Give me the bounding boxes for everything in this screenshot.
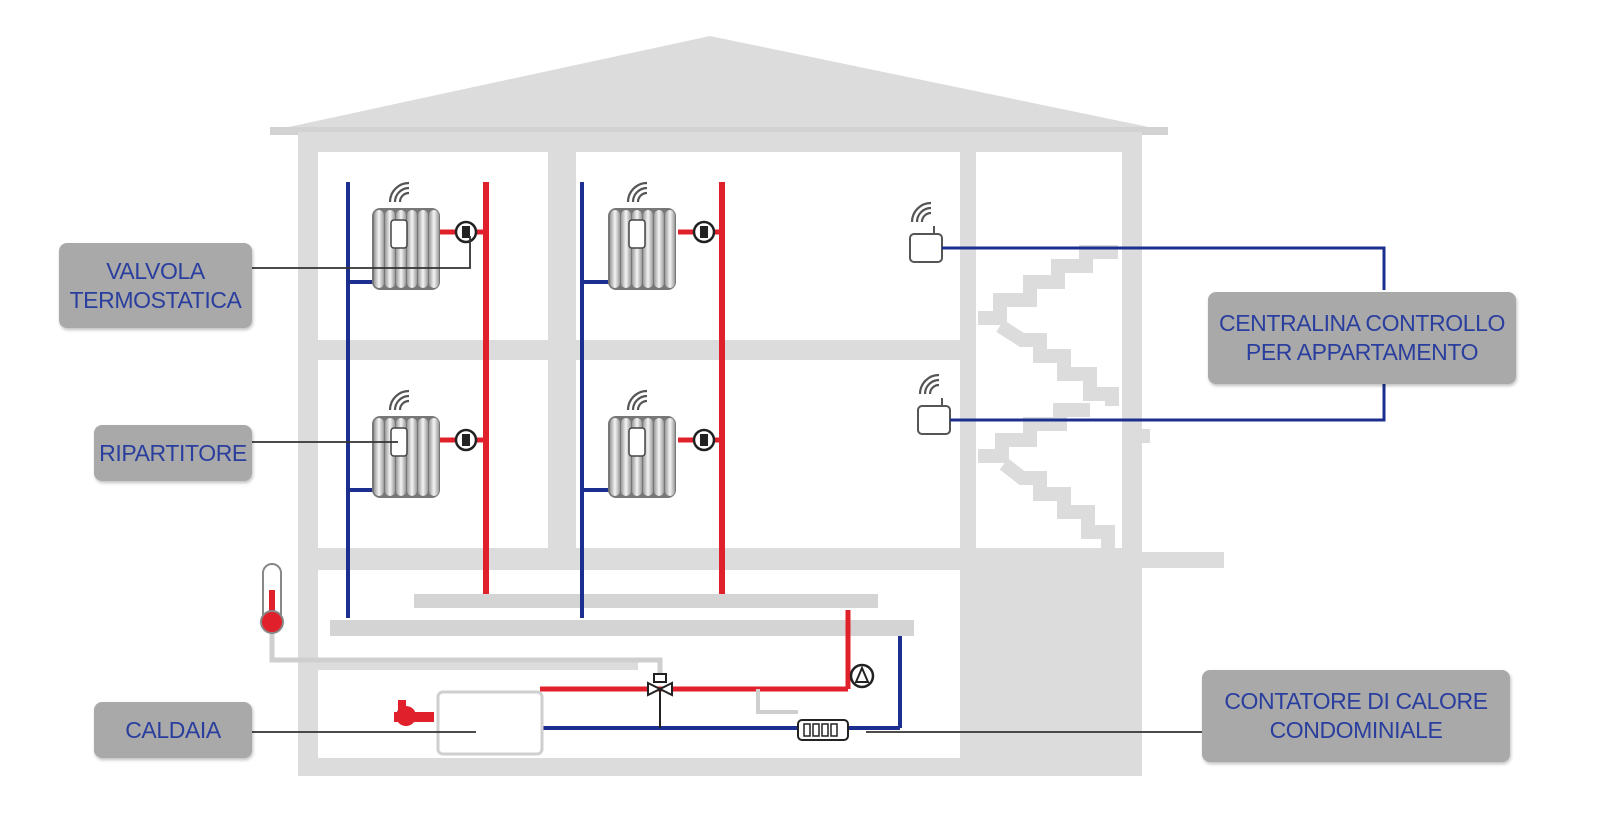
label-centralina-controllo: CENTRALINA CONTROLLO PER APPARTAMENTO <box>1208 292 1516 384</box>
three-way-valve-icon <box>647 673 673 697</box>
heat-meter-icon <box>797 719 849 741</box>
label-line: CONDOMINIALE <box>1269 717 1443 743</box>
thermostat-icon-upper <box>909 201 943 263</box>
radiator-top-right <box>608 181 676 290</box>
radiator-bottom-right <box>608 389 676 498</box>
control-wiring <box>942 246 1386 422</box>
radiator-top-left <box>372 181 440 290</box>
label-line: CENTRALINA CONTROLLO <box>1219 310 1505 336</box>
roof-base <box>270 127 1168 135</box>
leader-lines <box>250 236 1204 733</box>
label-line: RIPARTITORE <box>99 439 247 466</box>
thermostat-icon-lower <box>917 373 951 435</box>
staircase <box>978 245 1150 548</box>
building <box>270 36 1224 776</box>
label-line: PER APPARTAMENTO <box>1245 339 1479 365</box>
label-contatore-di-calore: CONTATORE DI CALORE CONDOMINIALE <box>1202 670 1510 762</box>
roof <box>270 36 1168 131</box>
label-line: VALVOLA <box>106 257 205 284</box>
label-line: CALDAIA <box>125 716 221 743</box>
boiler-icon <box>436 690 544 756</box>
label-line: TERMOSTATICA <box>69 286 242 313</box>
pipe-network <box>269 182 902 730</box>
pump-icon <box>849 663 875 689</box>
burner-fan-icon <box>394 700 434 726</box>
label-caldaia: CALDAIA <box>94 702 252 758</box>
label-ripartitore: RIPARTITORE <box>94 425 252 481</box>
thermometer-icon <box>260 563 284 634</box>
label-line: CONTATORE DI CALORE <box>1224 688 1488 714</box>
radiator-bottom-left <box>372 389 440 498</box>
label-valvola-termostatica: VALVOLA TERMOSTATICA <box>59 243 252 328</box>
